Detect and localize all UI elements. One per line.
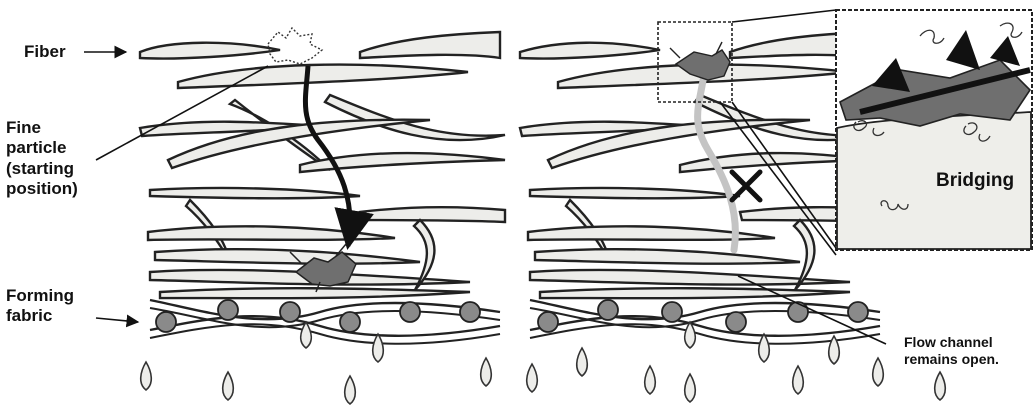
fiber-mat-left [140, 32, 505, 298]
label-bridging: Bridging [936, 170, 1014, 193]
left-panel [140, 28, 505, 404]
label-fine-particle-line3: (starting [6, 159, 78, 179]
label-fine-particle: Fine particle (starting position) [6, 118, 78, 200]
fine-particle-start [268, 28, 322, 64]
label-flow-channel-line1: Flow channel [904, 334, 999, 351]
label-fine-particle-line2: particle [6, 138, 78, 158]
forming-fabric-right [530, 300, 880, 344]
label-fine-particle-line4: position) [6, 179, 78, 199]
label-fine-particle-line1: Fine [6, 118, 78, 138]
label-fiber: Fiber [24, 42, 66, 62]
forming-fabric-pointer [96, 318, 138, 322]
label-flow-channel-line2: remains open. [904, 351, 999, 368]
label-flow-channel: Flow channel remains open. [904, 334, 999, 368]
bridging-inset [836, 10, 1032, 250]
x-mark-icon [732, 172, 760, 200]
label-forming-fabric-line2: fabric [6, 306, 74, 326]
forming-fabric-left [150, 300, 500, 344]
label-forming-fabric-line1: Forming [6, 286, 74, 306]
label-forming-fabric: Forming fabric [6, 286, 74, 327]
